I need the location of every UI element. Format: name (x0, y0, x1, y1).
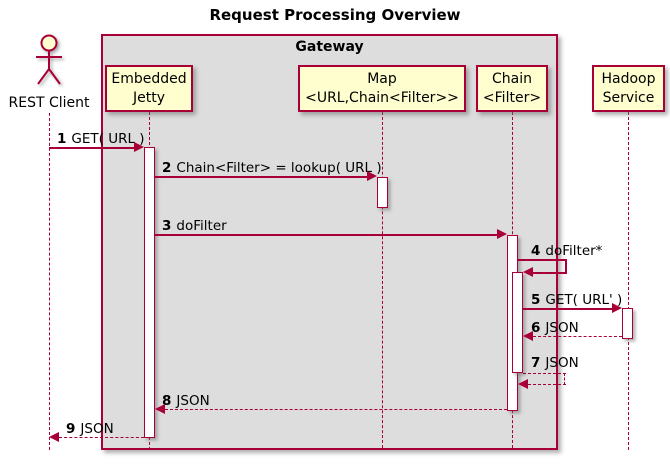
message-5-arrowhead-icon (612, 303, 622, 313)
participant-label: Embedded (111, 71, 187, 88)
message-4-line (518, 259, 567, 261)
participant-embedded-jetty: Embedded Jetty (105, 65, 193, 112)
message-7-line (528, 384, 566, 385)
message-9-arrowhead-icon (49, 432, 59, 442)
participant-label: Chain (492, 71, 532, 88)
message-3-line (155, 234, 497, 236)
participant-map: Map <URL,Chain<Filter>> (298, 65, 466, 112)
message-3-arrowhead-icon (497, 229, 507, 239)
message-7-line (523, 373, 566, 374)
activation-hadoop-service (622, 308, 633, 339)
diagram-title: Request Processing Overview (209, 6, 461, 24)
activation-chain-nested (512, 272, 523, 373)
message-1-line (49, 147, 134, 149)
participant-label: <Filter> (482, 89, 542, 106)
message-2-line (155, 176, 367, 178)
message-8-line (165, 409, 507, 410)
participant-chain: Chain <Filter> (476, 65, 548, 112)
message-4-line (533, 272, 567, 274)
lifeline-rest-client (49, 113, 50, 450)
message-9-line (59, 437, 144, 438)
message-5-line (523, 308, 612, 310)
message-7-arrowhead-icon (518, 379, 528, 389)
activation-map (377, 177, 388, 208)
actor-icon (36, 34, 62, 85)
activation-embedded-jetty (144, 147, 155, 438)
participant-hadoop-service: Hadoop Service (592, 65, 665, 112)
lifeline-map (382, 112, 383, 448)
message-4-arrowhead-icon (523, 267, 533, 277)
message-6-arrowhead-icon (523, 331, 533, 341)
message-8-arrowhead-icon (155, 404, 165, 414)
message-4-line (565, 259, 567, 272)
message-1-arrowhead-icon (134, 142, 144, 152)
lifeline-hadoop-service (628, 112, 629, 450)
message-7-line (564, 373, 565, 385)
participant-label: Map (367, 71, 397, 88)
participant-label: Hadoop (601, 71, 656, 88)
participant-label: <URL,Chain<Filter>> (305, 89, 459, 106)
message-6-line (533, 336, 622, 337)
gateway-group-label: Gateway (295, 39, 364, 55)
message-2-arrowhead-icon (367, 171, 377, 181)
actor-label: REST Client (8, 95, 90, 111)
participant-label: Jetty (132, 89, 165, 106)
participant-label: Service (602, 89, 655, 106)
